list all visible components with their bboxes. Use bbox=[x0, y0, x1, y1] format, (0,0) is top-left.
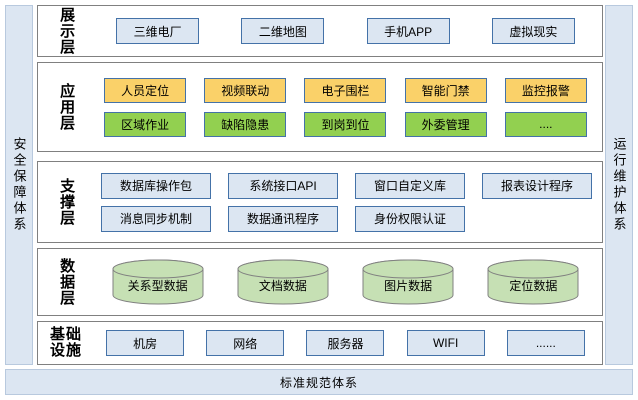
node-support-4[interactable]: 报表设计程序 bbox=[482, 172, 592, 199]
cylinder-image-data[interactable]: 图片数据 bbox=[362, 259, 454, 305]
node-infrastructure-3[interactable]: 服务器 bbox=[306, 330, 385, 356]
bottom-band-standards: 标准规范体系 bbox=[5, 369, 633, 395]
left-band-security-assurance: 安全保障体系 bbox=[5, 5, 33, 365]
layer-support: 支撑层 数据库操作包 系统接口API 窗口自定义库 报表设计程序 消息同步机制 … bbox=[37, 161, 603, 243]
layer-support-label: 支撑层 bbox=[58, 178, 76, 226]
cylinder-shape-icon bbox=[362, 259, 454, 305]
layer-infrastructure: 基础设施 机房 网络 服务器 WIFI ...... bbox=[37, 321, 603, 365]
node-support-6[interactable]: 数据通讯程序 bbox=[228, 205, 338, 232]
data-row: 关系型数据 文档数据 图片数据 bbox=[95, 259, 596, 305]
node-presentation-3[interactable]: 手机APP bbox=[366, 18, 450, 44]
node-application-1[interactable]: 人员定位 bbox=[104, 77, 187, 103]
infrastructure-row: 机房 网络 服务器 WIFI ...... bbox=[95, 330, 596, 356]
cylinder-label-2: 文档数据 bbox=[258, 278, 307, 293]
presentation-row: 三维电厂 二维地图 手机APP 虚拟现实 bbox=[95, 18, 596, 44]
node-support-2[interactable]: 系统接口API bbox=[228, 172, 338, 199]
node-infrastructure-2[interactable]: 网络 bbox=[206, 330, 285, 356]
node-infrastructure-4[interactable]: WIFI bbox=[406, 330, 485, 356]
layer-presentation-body: 三维电厂 二维地图 手机APP 虚拟现实 bbox=[95, 6, 602, 56]
cylinder-relational-data[interactable]: 关系型数据 bbox=[112, 259, 204, 305]
node-support-1[interactable]: 数据库操作包 bbox=[101, 172, 211, 199]
node-support-3[interactable]: 窗口自定义库 bbox=[355, 172, 465, 199]
layer-application-label-cell: 应用层 bbox=[38, 63, 95, 151]
layer-infrastructure-label-cell: 基础设施 bbox=[38, 322, 95, 364]
bottom-band-label: 标准规范体系 bbox=[279, 375, 358, 390]
node-application-9[interactable]: 外委管理 bbox=[404, 111, 487, 137]
right-band-operation-maintenance: 运行维护体系 bbox=[605, 5, 633, 365]
layer-support-label-cell: 支撑层 bbox=[38, 162, 95, 242]
right-band-label: 运行维护体系 bbox=[611, 137, 627, 233]
cylinder-document-data[interactable]: 文档数据 bbox=[237, 259, 329, 305]
layer-infrastructure-body: 机房 网络 服务器 WIFI ...... bbox=[95, 322, 602, 364]
layer-support-body: 数据库操作包 系统接口API 窗口自定义库 报表设计程序 消息同步机制 数据通讯… bbox=[95, 162, 602, 242]
layer-presentation: 展示层 三维电厂 二维地图 手机APP 虚拟现实 bbox=[37, 5, 603, 57]
node-application-8[interactable]: 到岗到位 bbox=[304, 111, 387, 137]
cylinder-shape-icon bbox=[112, 259, 204, 305]
node-application-7[interactable]: 缺陷隐患 bbox=[204, 111, 287, 137]
node-application-6[interactable]: 区域作业 bbox=[104, 111, 187, 137]
node-support-7[interactable]: 身份权限认证 bbox=[355, 205, 465, 232]
layer-application-label: 应用层 bbox=[58, 83, 76, 131]
node-application-10[interactable]: .... bbox=[504, 111, 587, 137]
cylinder-location-data[interactable]: 定位数据 bbox=[487, 259, 579, 305]
support-row-1: 数据库操作包 系统接口API 窗口自定义库 报表设计程序 bbox=[101, 172, 596, 199]
left-band-label: 安全保障体系 bbox=[11, 137, 27, 233]
layer-presentation-label: 展示层 bbox=[58, 7, 76, 55]
layer-application: 应用层 人员定位 视频联动 电子围栏 智能门禁 监控报警 区域作业 缺陷隐患 到… bbox=[37, 62, 603, 152]
node-infrastructure-1[interactable]: 机房 bbox=[106, 330, 185, 356]
layer-presentation-label-cell: 展示层 bbox=[38, 6, 95, 56]
cylinder-label-4: 定位数据 bbox=[509, 278, 558, 293]
application-row-orange: 人员定位 视频联动 电子围栏 智能门禁 监控报警 bbox=[95, 77, 596, 103]
support-row-2: 消息同步机制 数据通讯程序 身份权限认证 bbox=[101, 205, 596, 232]
node-support-5[interactable]: 消息同步机制 bbox=[101, 205, 211, 232]
cylinder-shape-icon bbox=[237, 259, 329, 305]
node-presentation-1[interactable]: 三维电厂 bbox=[116, 18, 200, 44]
node-application-3[interactable]: 电子围栏 bbox=[304, 77, 387, 103]
cylinder-label-3: 图片数据 bbox=[384, 278, 433, 293]
node-infrastructure-5[interactable]: ...... bbox=[506, 330, 585, 356]
node-presentation-4[interactable]: 虚拟现实 bbox=[491, 18, 575, 44]
node-application-2[interactable]: 视频联动 bbox=[204, 77, 287, 103]
layer-data-label-cell: 数据层 bbox=[38, 249, 95, 315]
node-presentation-2[interactable]: 二维地图 bbox=[241, 18, 325, 44]
node-application-4[interactable]: 智能门禁 bbox=[404, 77, 487, 103]
layer-data-label: 数据层 bbox=[58, 258, 76, 306]
layer-data: 数据层 关系型数据 文档数据 bbox=[37, 248, 603, 316]
node-application-5[interactable]: 监控报警 bbox=[504, 77, 587, 103]
layer-data-body: 关系型数据 文档数据 图片数据 bbox=[95, 249, 602, 315]
application-row-green: 区域作业 缺陷隐患 到岗到位 外委管理 .... bbox=[95, 111, 596, 137]
layer-infrastructure-label: 基础设施 bbox=[49, 325, 82, 359]
cylinder-label-1: 关系型数据 bbox=[127, 278, 188, 293]
layer-application-body: 人员定位 视频联动 电子围栏 智能门禁 监控报警 区域作业 缺陷隐患 到岗到位 … bbox=[95, 63, 602, 151]
cylinder-shape-icon bbox=[487, 259, 579, 305]
